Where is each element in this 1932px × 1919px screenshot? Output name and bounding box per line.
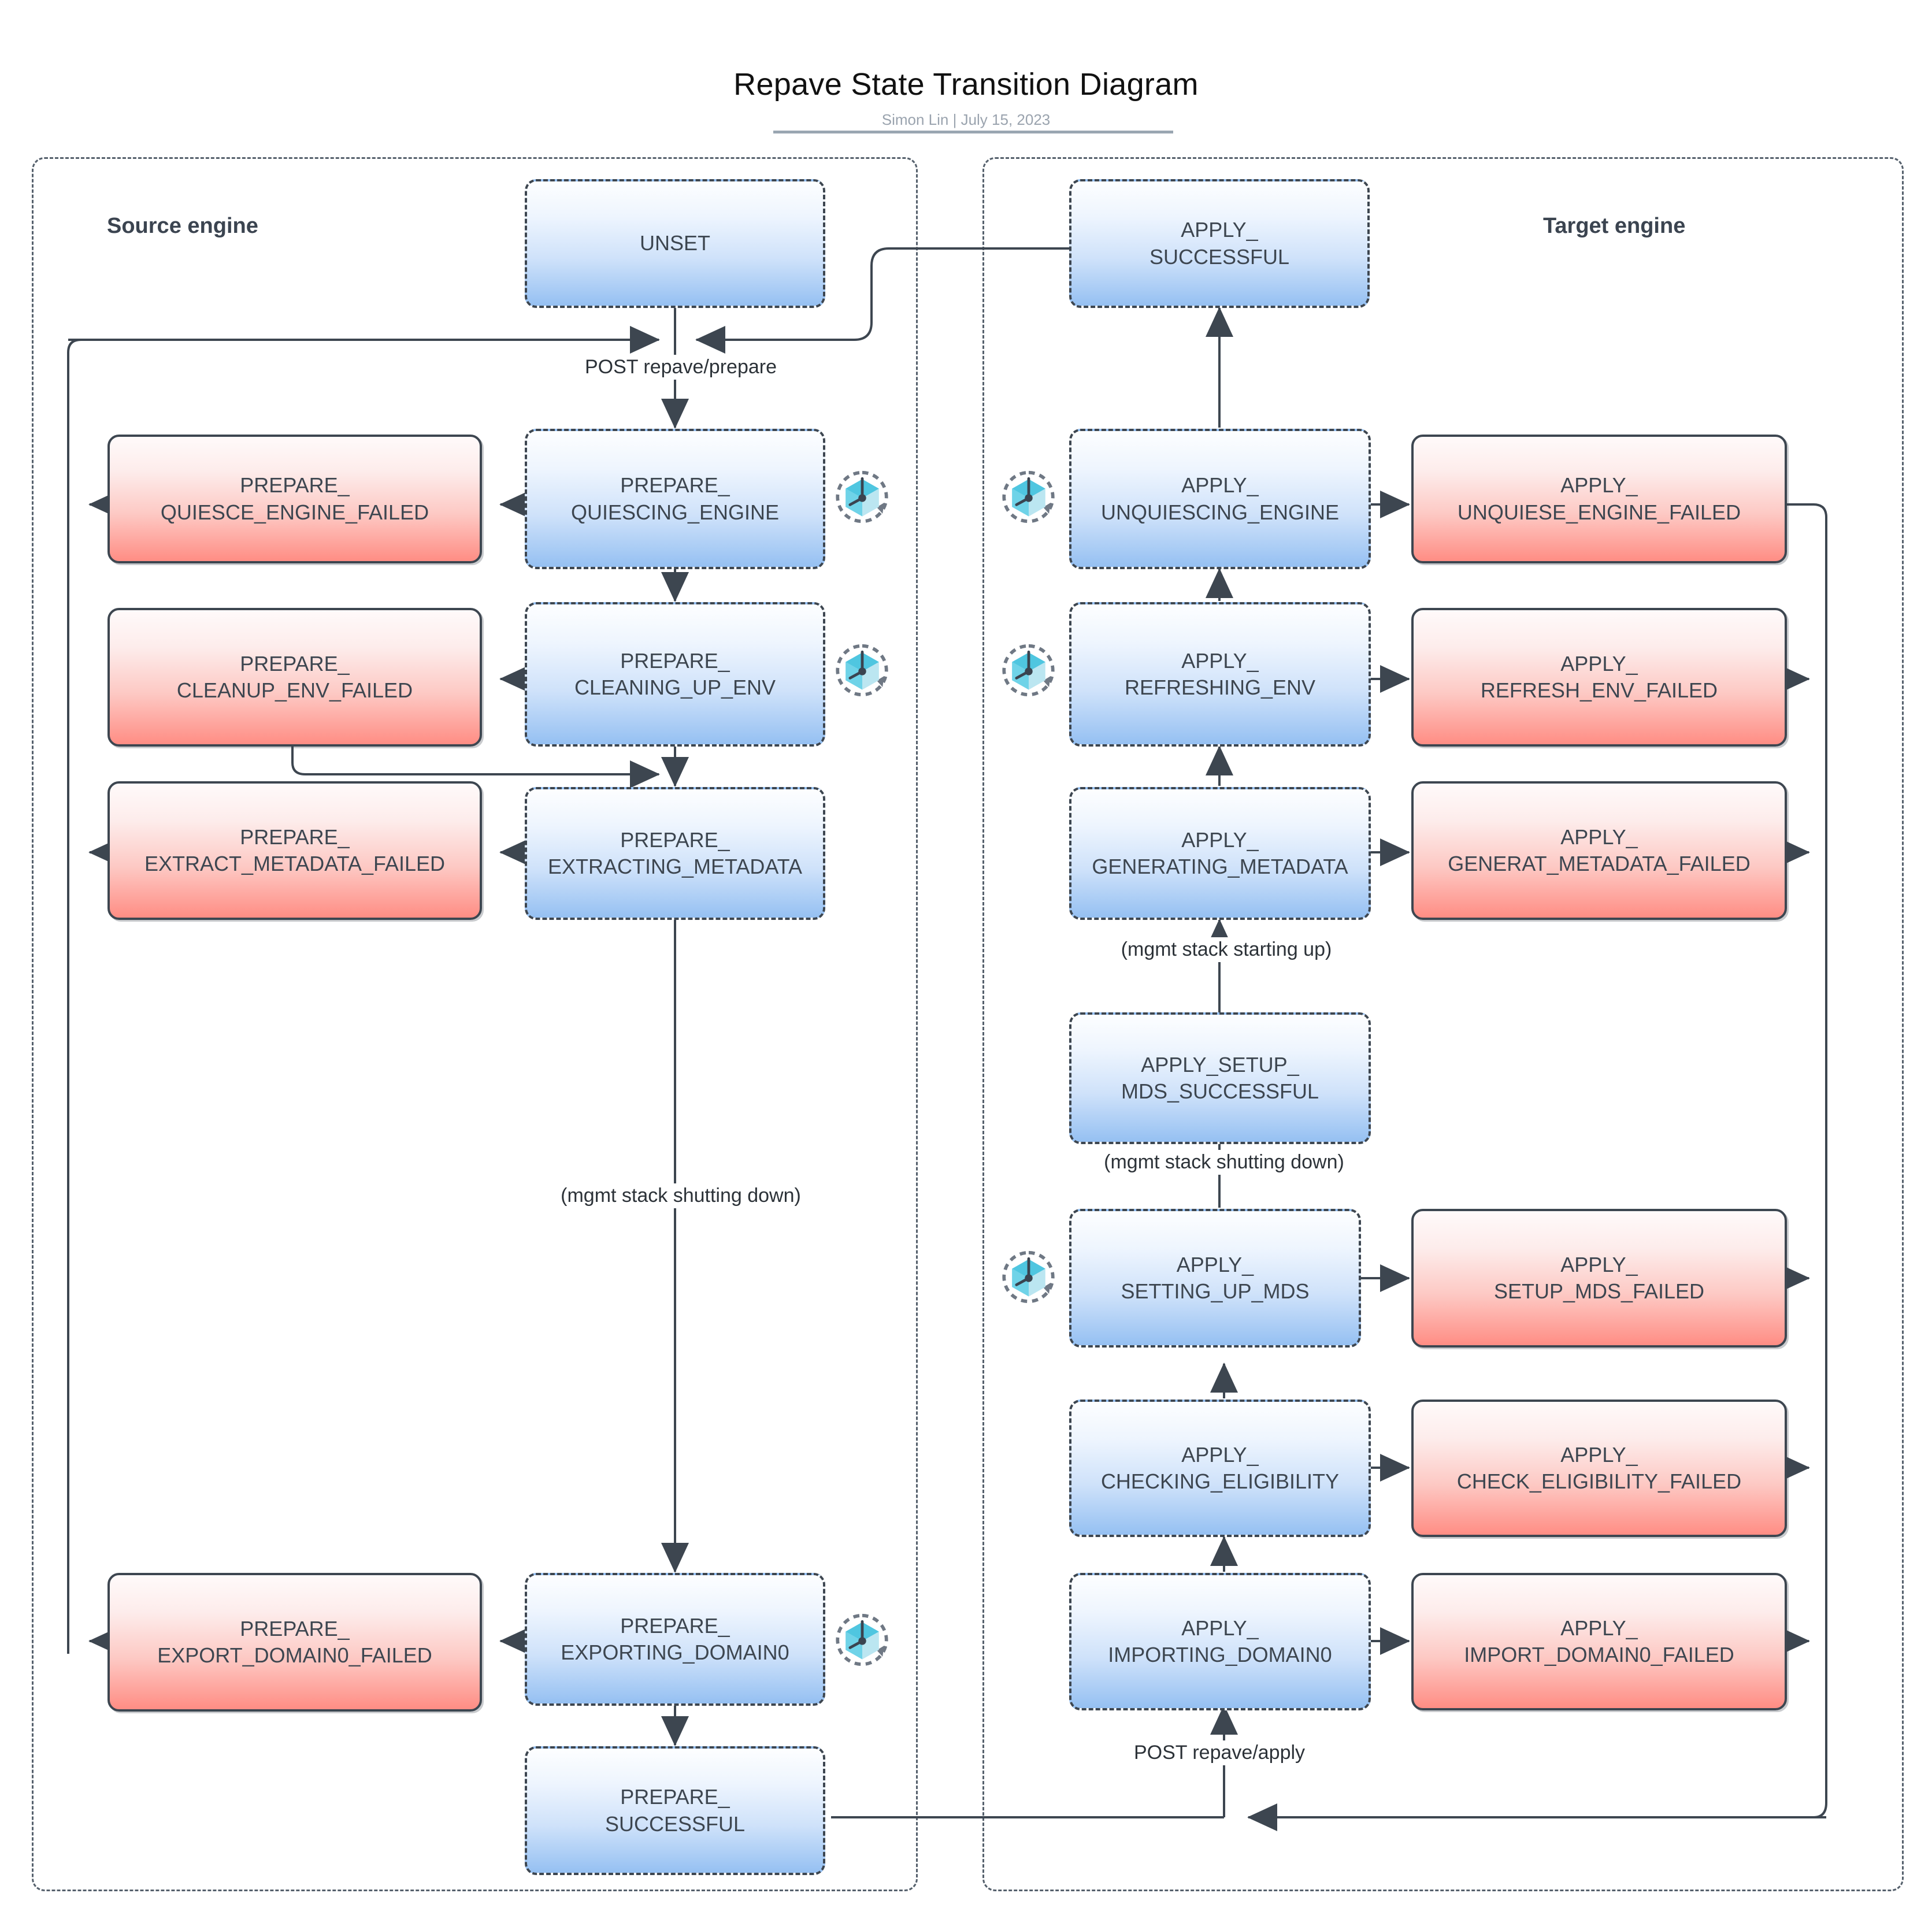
edge-label-mgmt-shutting-down-source: (mgmt stack shutting down): [513, 1183, 848, 1208]
timer-cube-icon: [1001, 469, 1056, 525]
node-prepare-extract-metadata-failed[interactable]: PREPARE_ EXTRACT_METADATA_FAILED: [107, 781, 482, 920]
node-prepare-exporting-domain0[interactable]: PREPARE_ EXPORTING_DOMAIN0: [525, 1573, 825, 1706]
timer-cube-icon: [1001, 643, 1056, 698]
node-apply-successful[interactable]: APPLY_ SUCCESSFUL: [1069, 179, 1370, 308]
edge-label-post-repave-prepare: POST repave/prepare: [542, 355, 819, 380]
node-apply-setup-mds-failed[interactable]: APPLY_ SETUP_MDS_FAILED: [1411, 1209, 1787, 1348]
node-apply-refreshing-env[interactable]: APPLY_ REFRESHING_ENV: [1069, 602, 1371, 747]
node-prepare-extracting-metadata[interactable]: PREPARE_ EXTRACTING_METADATA: [525, 787, 825, 920]
node-apply-checking-eligibility[interactable]: APPLY_ CHECKING_ELIGIBILITY: [1069, 1400, 1371, 1537]
node-apply-import-domain0-failed[interactable]: APPLY_ IMPORT_DOMAIN0_FAILED: [1411, 1573, 1787, 1710]
node-apply-check-eligibility-failed[interactable]: APPLY_ CHECK_ELIGIBILITY_FAILED: [1411, 1400, 1787, 1537]
page-title: Repave State Transition Diagram: [733, 67, 1199, 102]
node-apply-unquiese-engine-failed[interactable]: APPLY_ UNQUIESE_ENGINE_FAILED: [1411, 435, 1787, 563]
pane-label-source: Source engine: [107, 214, 258, 238]
page-byline: Simon Lin | July 15, 2023: [881, 111, 1051, 128]
node-prepare-cleaning-up-env[interactable]: PREPARE_ CLEANING_UP_ENV: [525, 602, 825, 747]
timer-cube-icon: [835, 1612, 890, 1668]
node-unset[interactable]: UNSET: [525, 179, 825, 308]
timer-cube-icon: [1001, 1249, 1056, 1305]
node-prepare-export-domain0-failed[interactable]: PREPARE_ EXPORT_DOMAIN0_FAILED: [107, 1573, 482, 1712]
edge-label-post-repave-apply: POST repave/apply: [1086, 1740, 1352, 1765]
title-divider: [773, 131, 1173, 133]
timer-cube-icon: [835, 469, 890, 525]
pane-source-engine: [32, 157, 918, 1891]
timer-cube-icon: [835, 643, 890, 698]
node-prepare-quiesce-engine-failed[interactable]: PREPARE_ QUIESCE_ENGINE_FAILED: [107, 435, 482, 563]
node-prepare-successful[interactable]: PREPARE_ SUCCESSFUL: [525, 1746, 825, 1875]
node-apply-generating-metadata[interactable]: APPLY_ GENERATING_METADATA: [1069, 787, 1371, 920]
node-apply-setup-mds-successful[interactable]: APPLY_SETUP_ MDS_SUCCESSFUL: [1069, 1012, 1371, 1144]
pane-target-engine: [982, 157, 1904, 1891]
node-apply-refresh-env-failed[interactable]: APPLY_ REFRESH_ENV_FAILED: [1411, 608, 1787, 747]
node-apply-setting-up-mds[interactable]: APPLY_ SETTING_UP_MDS: [1069, 1209, 1361, 1348]
node-apply-unquiescing-engine[interactable]: APPLY_ UNQUIESCING_ENGINE: [1069, 429, 1371, 569]
pane-label-target: Target engine: [1543, 214, 1686, 238]
node-prepare-quiescing-engine[interactable]: PREPARE_ QUIESCING_ENGINE: [525, 429, 825, 569]
node-prepare-cleanup-env-failed[interactable]: PREPARE_ CLEANUP_ENV_FAILED: [107, 608, 482, 747]
node-apply-importing-domain0[interactable]: APPLY_ IMPORTING_DOMAIN0: [1069, 1573, 1371, 1710]
node-apply-generat-metadata-failed[interactable]: APPLY_ GENERAT_METADATA_FAILED: [1411, 781, 1787, 920]
edge-label-mgmt-starting-up: (mgmt stack starting up): [1076, 937, 1377, 962]
edge-label-mgmt-shutting-down-target: (mgmt stack shutting down): [1056, 1150, 1392, 1175]
